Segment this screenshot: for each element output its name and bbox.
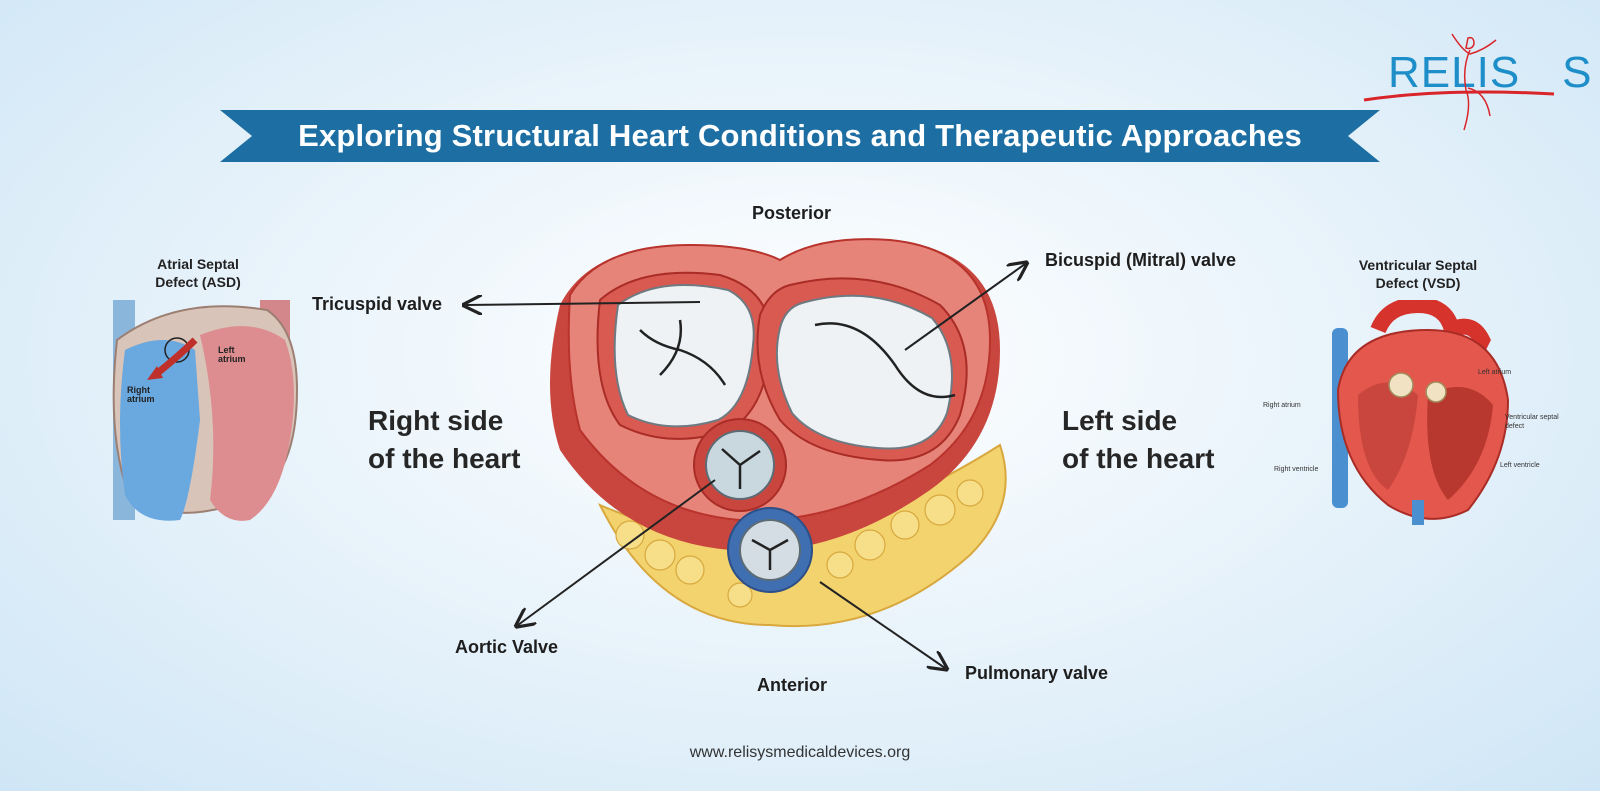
aortic-valve-label: Aortic Valve (455, 637, 559, 657)
tricuspid-valve-label: Tricuspid valve (312, 294, 443, 314)
mitral-valve-label: Bicuspid (Mitral) valve (1045, 250, 1237, 270)
vsd-heart-illustration (1332, 300, 1510, 525)
vsd-left-atrium-label: Left atrium (1478, 369, 1512, 376)
title-banner (220, 110, 1380, 162)
vsd-left-ventricle-label: Left ventricle (1500, 462, 1540, 469)
anterior-label: Anterior (757, 675, 828, 695)
heart-valves-diagram (550, 238, 1007, 628)
vsd-right-ventricle-label: Right ventricle (1274, 466, 1319, 473)
vsd-right-atrium-label: Right atrium (1263, 402, 1301, 409)
page-title: Exploring Structural Heart Conditions an… (298, 118, 1302, 153)
posterior-label: Posterior (752, 203, 832, 223)
logo-dancer-icon (1363, 33, 1555, 131)
asd-heart-illustration (112, 300, 299, 521)
pulmonary-valve-label: Pulmonary valve (965, 663, 1109, 683)
website-url[interactable]: www.relisysmedicaldevices.org (689, 744, 911, 761)
